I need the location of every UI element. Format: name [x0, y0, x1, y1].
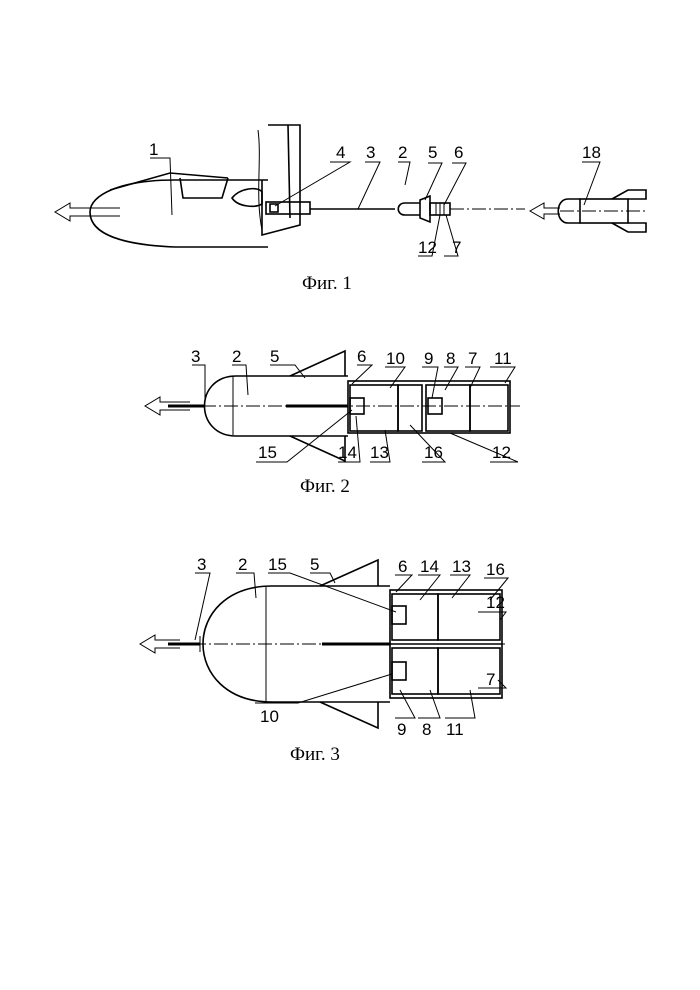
fig1-label-1: 1 — [149, 140, 158, 159]
fig3-label-13: 13 — [452, 557, 471, 576]
fig3-igniter-upper — [391, 605, 407, 625]
figure-2-caption: Фиг. 2 — [300, 476, 350, 497]
fig3-label-3: 3 — [197, 555, 206, 574]
fig2-label-13: 13 — [370, 443, 389, 462]
figure-1-caption: Фиг. 1 — [302, 273, 352, 294]
fig3-labels: 3 2 15 5 6 14 13 16 12 7 10 9 8 11 — [197, 555, 505, 739]
fig3-pellets-upper — [437, 593, 501, 641]
fig2-label-16: 16 — [424, 443, 443, 462]
fig3-label-11: 11 — [446, 720, 464, 739]
figure-1: 1 4 3 2 5 6 12 7 18 Фиг. 1 — [54, 124, 647, 294]
fig2-label-5: 5 — [270, 347, 279, 366]
fig3-label-16: 16 — [486, 560, 505, 579]
towed-decoy — [397, 194, 451, 224]
fig1-label-6: 6 — [454, 143, 463, 162]
fig3-label-5: 5 — [310, 555, 319, 574]
figure-2: 3 2 5 6 10 9 8 7 11 15 14 13 16 12 Фиг. … — [144, 347, 520, 497]
fig1-labels: 1 4 3 2 5 6 12 7 18 — [149, 140, 601, 257]
fig2-cartridge-housing — [347, 380, 511, 434]
fig2-label-15: 15 — [258, 443, 277, 462]
fig2-label-3: 3 — [191, 347, 200, 366]
fig3-label-6: 6 — [398, 557, 407, 576]
fig3-stabilizer — [319, 558, 379, 730]
fig2-leaders — [192, 364, 519, 463]
fig1-label-2: 2 — [398, 143, 407, 162]
fig3-label-15: 15 — [268, 555, 287, 574]
fig1-label-7: 7 — [452, 238, 461, 257]
fig2-label-7: 7 — [468, 349, 477, 368]
fig2-label-12: 12 — [492, 443, 511, 462]
figure-3-caption: Фиг. 3 — [290, 744, 340, 765]
fig2-label-2: 2 — [232, 347, 241, 366]
fig1-leaders — [150, 157, 601, 257]
fig1-label-5: 5 — [428, 143, 437, 162]
fig2-pellets-2 — [469, 384, 509, 432]
fig2-label-11: 11 — [494, 349, 512, 368]
figure-3: 3 2 15 5 6 14 13 16 12 7 10 9 8 11 Фиг. … — [139, 555, 510, 765]
aircraft-body — [89, 124, 301, 248]
fig3-flight-arrow — [139, 634, 180, 654]
flight-arrow-aircraft — [54, 202, 120, 222]
fig3-label-12: 12 — [486, 593, 505, 612]
fig3-igniter-lower — [391, 661, 407, 681]
fig2-label-10: 10 — [386, 349, 405, 368]
fig1-label-4: 4 — [336, 143, 345, 162]
fig3-label-7: 7 — [486, 670, 495, 689]
fig2-flight-arrow — [144, 396, 190, 416]
fig3-label-2: 2 — [238, 555, 247, 574]
fig1-label-12: 12 — [418, 238, 437, 257]
fig3-label-8: 8 — [422, 720, 431, 739]
fig2-label-9: 9 — [424, 349, 433, 368]
tow-reel — [265, 201, 311, 215]
fig2-pellets-1 — [397, 384, 423, 432]
fig2-label-8: 8 — [446, 349, 455, 368]
fig1-label-3: 3 — [366, 143, 375, 162]
fig3-charge-upper — [391, 593, 439, 641]
fig3-leaders — [194, 572, 510, 719]
fig3-charge-lower — [391, 647, 439, 695]
missile-18 — [528, 189, 647, 233]
fig2-label-6: 6 — [357, 347, 366, 366]
fig2-labels: 3 2 5 6 10 9 8 7 11 15 14 13 16 12 — [191, 347, 512, 462]
fig3-label-14: 14 — [420, 557, 439, 576]
fig3-label-9: 9 — [397, 720, 406, 739]
fig3-pellets-lower — [437, 647, 501, 695]
fig3-label-10: 10 — [260, 707, 279, 726]
fig1-label-18: 18 — [582, 143, 601, 162]
fig2-label-14: 14 — [338, 443, 357, 462]
fig2-charge-2 — [425, 384, 471, 432]
